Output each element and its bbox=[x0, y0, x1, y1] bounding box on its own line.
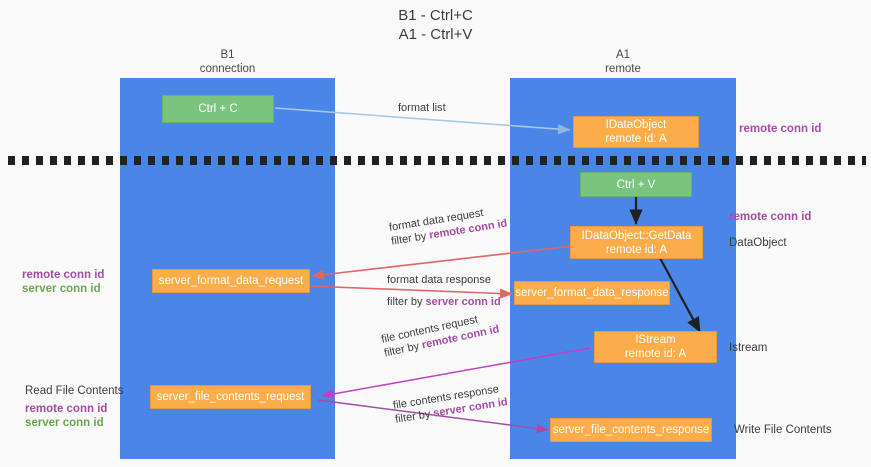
annotation-istream: Istream bbox=[729, 342, 768, 354]
annotation-remote-conn-id-top: remote conn id bbox=[739, 123, 822, 135]
node-ctrl-v-label: Ctrl + V bbox=[616, 178, 656, 191]
column-a1-sub: remote bbox=[605, 63, 641, 75]
node-server-file-contents-request-label: server_file_contents_request bbox=[156, 391, 305, 403]
edge-label-format-data-response-filter: filter by server conn id bbox=[387, 295, 501, 309]
node-server-format-data-request-label: server_format_data_request bbox=[158, 275, 304, 287]
edge-label-format-data-response: format data response filter by server co… bbox=[387, 273, 501, 309]
column-b1-sub: connection bbox=[199, 63, 256, 75]
arrow-format-data-response bbox=[307, 285, 513, 299]
column-a1-name: A1 bbox=[615, 49, 631, 61]
node-istream-line2: remote id: A bbox=[624, 348, 687, 360]
filter-key: server conn id bbox=[425, 296, 501, 308]
node-getdata[interactable]: IDataObject::GetData remote id: A bbox=[570, 226, 703, 259]
arrow-format-data-request bbox=[311, 245, 573, 280]
annotation-remote-conn-id-mid: remote conn id bbox=[729, 211, 812, 223]
node-server-file-contents-request[interactable]: server_file_contents_request bbox=[150, 385, 311, 409]
node-server-file-contents-response[interactable]: server_file_contents_response bbox=[550, 418, 712, 442]
arrow-file-contents-request bbox=[321, 347, 591, 399]
node-server-format-data-response-label: server_format_data_response bbox=[515, 287, 669, 299]
column-b1-name: B1 bbox=[220, 49, 235, 61]
node-ctrl-c[interactable]: Ctrl + C bbox=[162, 95, 274, 123]
node-idataobject-top-line2: remote id: A bbox=[605, 133, 667, 145]
title-line-2: A1 - Ctrl+V bbox=[398, 26, 473, 43]
annotation-left-remote-conn-id-mid: remote conn id bbox=[22, 269, 105, 281]
node-server-file-contents-response-label: server_file_contents_response bbox=[552, 424, 710, 436]
node-ctrl-c-label: Ctrl + C bbox=[198, 103, 238, 115]
annotation-read-file-contents: Read File Contents bbox=[25, 385, 124, 397]
arrow-format-list bbox=[274, 107, 571, 135]
node-getdata-line2: remote id: A bbox=[605, 243, 668, 256]
annotation-write-file-contents: Write File Contents bbox=[734, 424, 832, 436]
node-ctrl-v[interactable]: Ctrl + V bbox=[580, 172, 692, 197]
annotation-left-remote-conn-id-bottom: remote conn id bbox=[25, 403, 108, 415]
node-getdata-line1: IDataObject::GetData bbox=[581, 229, 692, 242]
node-server-format-data-response[interactable]: server_format_data_response bbox=[514, 281, 670, 305]
filter-prefix: filter by bbox=[387, 296, 426, 308]
title-line-1: B1 - Ctrl+C bbox=[398, 7, 473, 24]
diagram-title: B1 - Ctrl+C A1 - Ctrl+V bbox=[0, 6, 871, 44]
column-header-b1: B1 connection bbox=[120, 48, 335, 76]
edge-label-format-list-text: format list bbox=[398, 102, 446, 114]
node-idataobject-top-line1: IDataObject bbox=[605, 119, 667, 131]
arrow-getdata-istream bbox=[659, 257, 701, 333]
annotation-left-server-conn-id-bottom: server conn id bbox=[25, 417, 104, 429]
arrow-file-contents-response bbox=[317, 399, 549, 434]
node-server-format-data-request[interactable]: server_format_data_request bbox=[152, 269, 310, 293]
node-idataobject-top[interactable]: IDataObject remote id: A bbox=[573, 116, 699, 148]
edge-label-format-data-response-text: format data response bbox=[387, 274, 491, 286]
annotation-left-server-conn-id-mid: server conn id bbox=[22, 283, 101, 295]
column-header-a1: A1 remote bbox=[510, 48, 736, 76]
annotation-dataobject: DataObject bbox=[729, 237, 787, 249]
edge-label-format-list: format list bbox=[398, 101, 446, 115]
node-istream[interactable]: IStream remote id: A bbox=[594, 331, 717, 363]
node-istream-line1: IStream bbox=[635, 334, 676, 346]
